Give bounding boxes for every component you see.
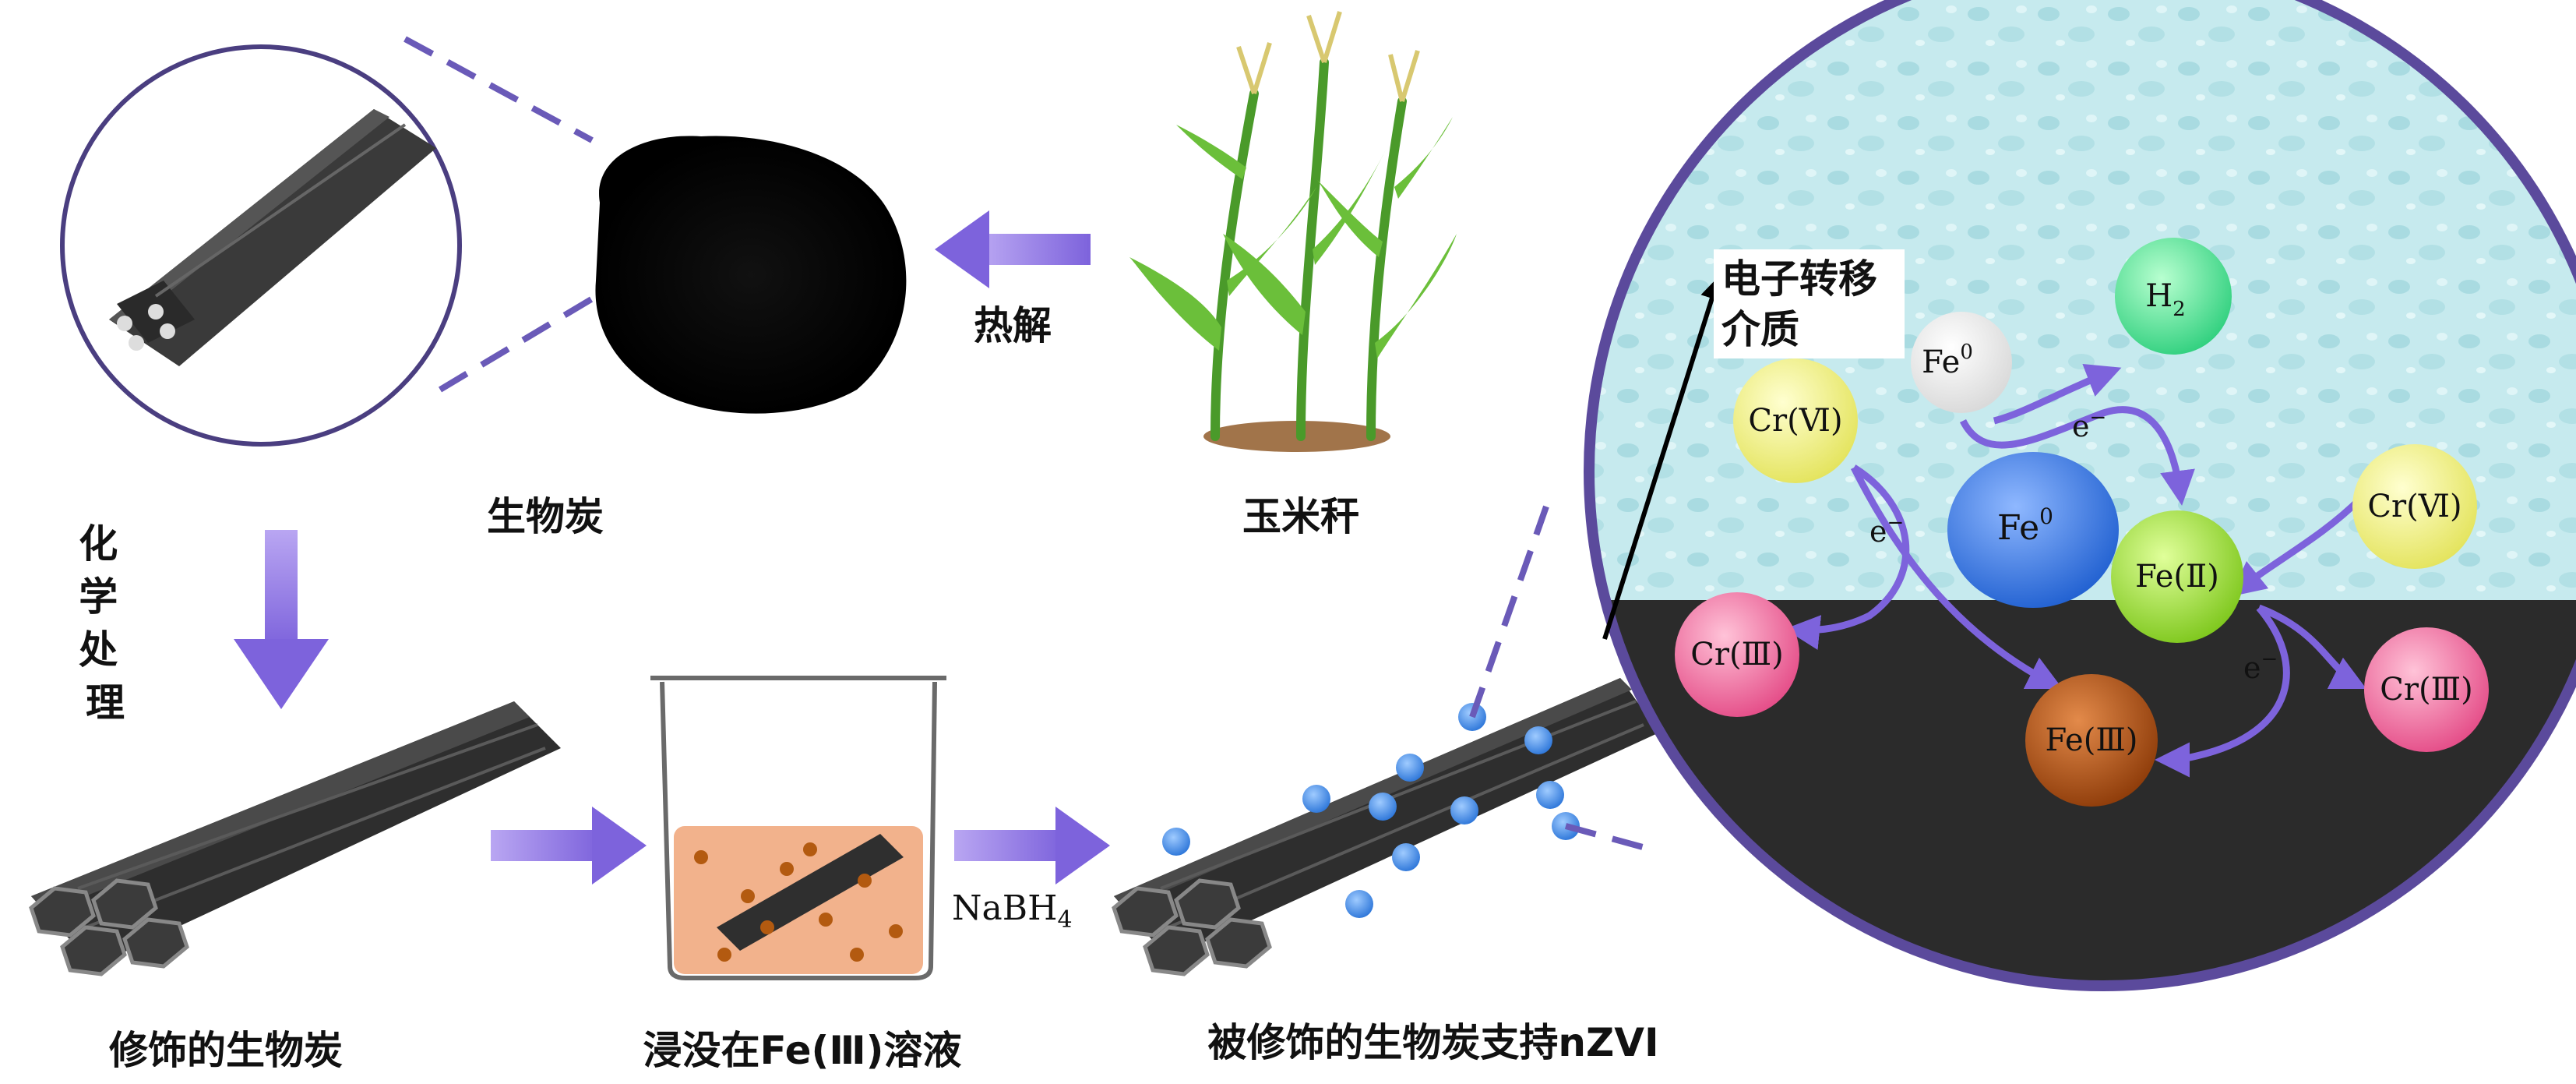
arrow-to-beaker [491, 807, 647, 885]
pyrolysis-arrow [935, 210, 1091, 288]
svg-text:Fe0: Fe0 [1922, 341, 1973, 380]
zoom-line-top [403, 36, 594, 143]
chemical-treatment-arrow [234, 530, 329, 709]
svg-text:Fe(Ⅱ): Fe(Ⅱ) [2135, 559, 2219, 595]
species-h2: H2 [2115, 238, 2232, 355]
electron-label-2: e− [1869, 511, 1904, 549]
species-cr3-left: Cr(Ⅲ) [1675, 592, 1799, 717]
svg-text:Cr(Ⅵ): Cr(Ⅵ) [1748, 403, 1842, 439]
nabh4-label: NaBH4 [952, 888, 1073, 934]
biochar-rod-small-icon [109, 109, 436, 366]
species-fe3: Fe(Ⅲ) [2025, 674, 2158, 807]
mediator-label-line1: 电子转移 [1721, 256, 1877, 302]
electron-label-3: e− [2243, 648, 2278, 685]
biochar-label: 生物炭 [487, 494, 604, 539]
svg-text:Cr(Ⅵ): Cr(Ⅵ) [2367, 489, 2461, 524]
mediator-label-line2: 介质 [1721, 307, 1799, 352]
biochar-zoom-circle [60, 44, 462, 447]
species-cr3-right: Cr(Ⅲ) [2364, 627, 2489, 752]
nzvi-biochar-rod-icon [1112, 678, 1659, 976]
pyrolysis-label: 热解 [974, 303, 1052, 348]
supported-nzvi-label: 被修饰的生物炭支持nZVI [1207, 1020, 1658, 1065]
immersed-label: 浸没在Fe(Ⅲ)溶液 [643, 1028, 961, 1073]
mediator-label-bg [1714, 249, 1905, 358]
species-fe2: Fe(Ⅱ) [2111, 510, 2243, 643]
svg-text:H2: H2 [2145, 278, 2185, 321]
beaker-icon [650, 676, 946, 980]
species-cr6-right: Cr(Ⅵ) [2352, 444, 2477, 569]
electron-mediator-arrow [1602, 276, 1724, 640]
species-fe0-big: Fe0 [1947, 452, 2119, 608]
species-cr6-left: Cr(Ⅵ) [1733, 358, 1858, 483]
reaction-arrows [1785, 363, 2367, 778]
modified-biochar-rod-icon [29, 701, 561, 976]
corn-stalk-icon [1129, 11, 1457, 452]
electron-label-1: e− [2072, 406, 2106, 443]
corn-stalk-label: 玉米秆 [1242, 494, 1359, 539]
species-fe0-small: Fe0 [1911, 312, 2012, 413]
modified-biochar-label: 修饰的生物炭 [109, 1028, 343, 1073]
svg-text:Cr(Ⅲ): Cr(Ⅲ) [2380, 672, 2473, 708]
zoom-line-right-bottom [1564, 823, 1653, 853]
svg-text:Fe0: Fe0 [1997, 503, 2053, 548]
zoom-line-right-top [1469, 505, 1549, 719]
svg-text:Fe(Ⅲ): Fe(Ⅲ) [2045, 722, 2137, 758]
chemical-treatment-label: 化 学 处 理 [79, 521, 131, 726]
biochar-powder-icon [595, 136, 907, 414]
svg-text:Cr(Ⅲ): Cr(Ⅲ) [1690, 637, 1784, 673]
nabh4-arrow [954, 807, 1110, 885]
